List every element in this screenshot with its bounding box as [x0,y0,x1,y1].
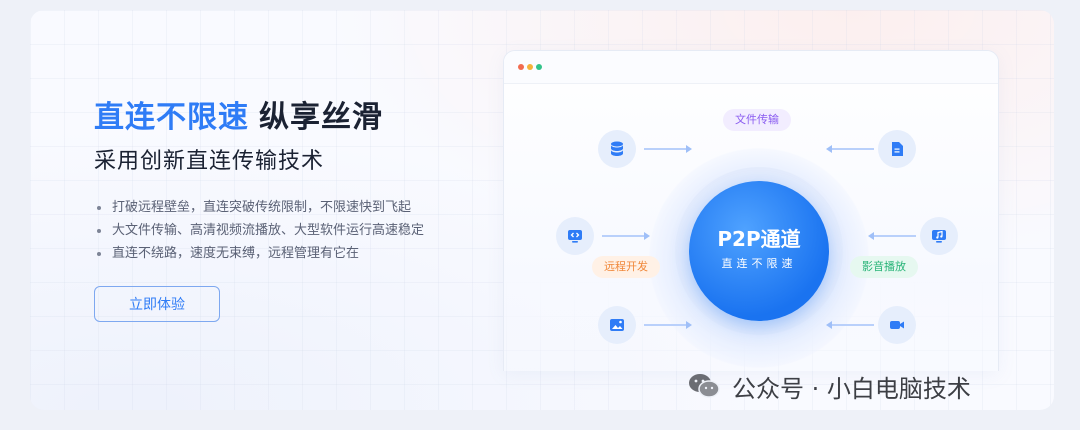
hero-title: 直连不限速纵享丝滑 [94,92,383,136]
watermark-text: 公众号 · 小白电脑技术 [732,374,971,403]
pill-remote-dev: 远程开发 [592,256,660,278]
code-window-icon [556,217,594,255]
image-upload-icon [598,306,636,344]
feature-item: 大文件传输、高清视频流播放、大型软件运行高速稳定 [94,219,424,242]
p2p-hub: P2P通道 直连不限速 [689,181,829,321]
database-icon [598,130,636,168]
music-icon [920,217,958,255]
arrow-right-icon [644,145,694,153]
feature-list: 打破远程壁垒，直连突破传统限制，不限速快到飞起 大文件传输、高清视频流播放、大型… [94,196,424,265]
close-dot-icon [518,64,524,70]
document-icon [878,130,916,168]
arrow-left-icon [824,321,874,329]
hero-subtitle: 采用创新直连传输技术 [94,149,325,174]
window-titlebar [504,51,998,84]
wechat-watermark: 公众号 · 小白电脑技术 [688,368,971,404]
maximize-dot-icon [536,64,542,70]
hero-title-highlight: 直连不限速 [94,100,249,135]
arrow-right-icon [602,232,652,240]
hub-title: P2P通道 [717,227,801,251]
hero-title-rest: 纵享丝滑 [259,100,383,135]
minimize-dot-icon [527,64,533,70]
video-camera-icon [878,306,916,344]
arrow-right-icon [644,321,694,329]
hub-subtitle: 直连不限速 [721,257,797,270]
try-now-button[interactable]: 立即体验 [94,286,220,322]
pill-media-playback: 影音播放 [850,256,918,278]
arrow-left-icon [824,145,874,153]
pill-file-transfer: 文件传输 [723,109,791,131]
feature-item: 直连不绕路，速度无束缚，远程管理有它在 [94,242,424,265]
wechat-icon [689,374,720,398]
arrow-left-icon [866,232,916,240]
diagram-window: P2P通道 直连不限速 文件传输 远程开发 影音播放 [503,50,999,371]
feature-item: 打破远程壁垒，直连突破传统限制，不限速快到飞起 [94,196,424,219]
promo-banner: 直连不限速纵享丝滑 采用创新直连传输技术 打破远程壁垒，直连突破传统限制，不限速… [30,10,1054,410]
